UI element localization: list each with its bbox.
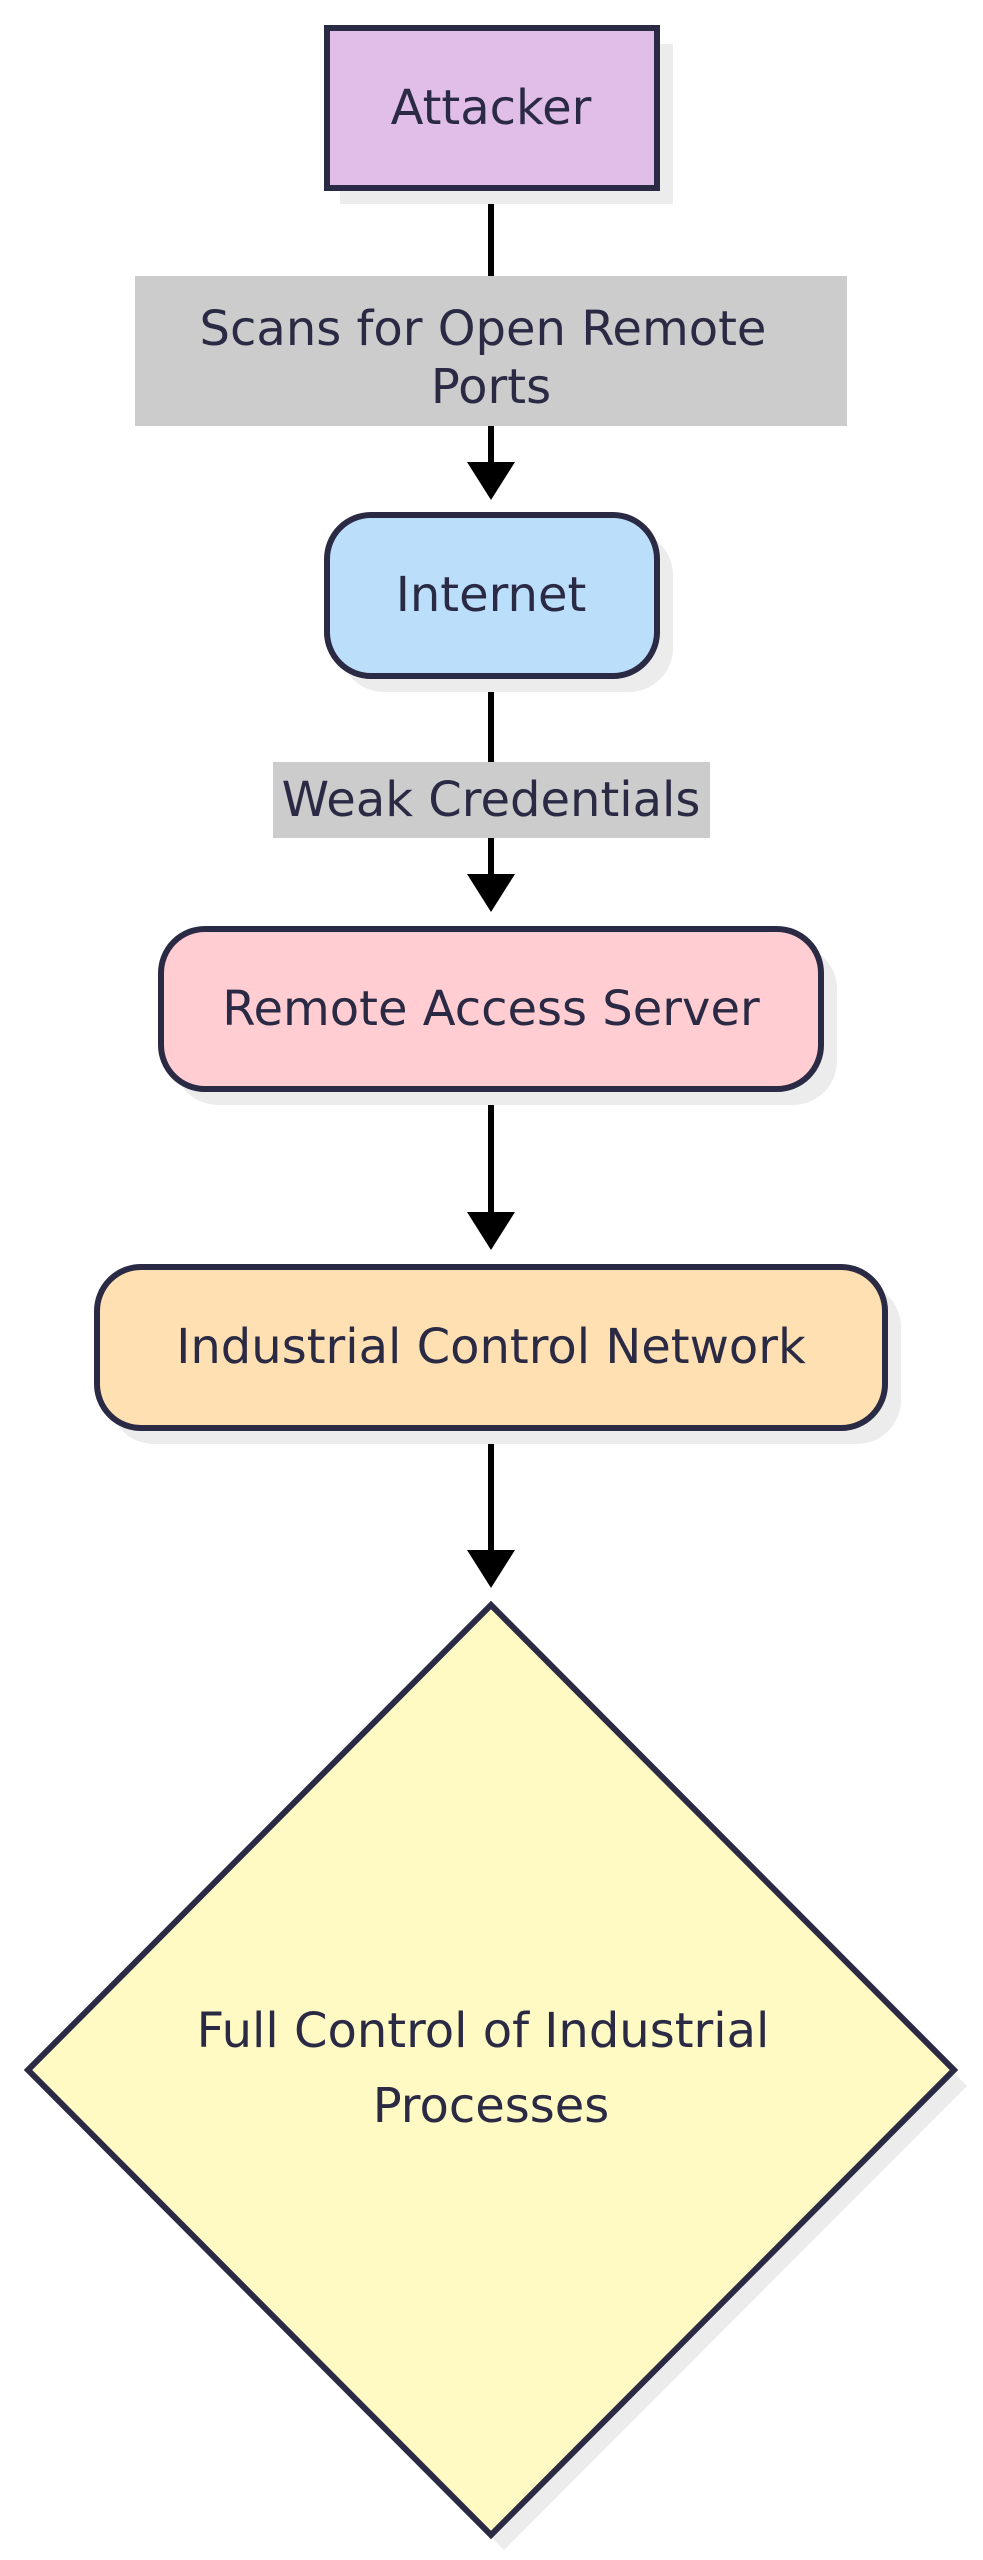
node-remote-access-server: Remote Access Server: [158, 926, 837, 1105]
edge-label-weak-credentials: Weak Credentials: [273, 762, 710, 838]
node-label: Internet: [396, 567, 587, 623]
node-label-line1: Full Control of Industrial: [197, 2003, 770, 2059]
node-attacker: Attacker: [324, 25, 673, 204]
node-full-control-of-industrial-processes: Full Control of Industrial Processes: [23, 1600, 967, 2550]
edge-label-scans: Scans for Open Remote Ports: [135, 276, 847, 426]
node-diamond: [23, 1600, 959, 2540]
edge-label-background: [135, 276, 847, 426]
node-label: Attacker: [391, 80, 592, 136]
node-box: [94, 1264, 888, 1431]
node-industrial-control-network: Industrial Control Network: [94, 1264, 901, 1444]
node-label-line2: Processes: [373, 2078, 610, 2134]
edge-label-background: [273, 762, 710, 838]
node-box: [158, 926, 824, 1092]
node-label: Remote Access Server: [222, 981, 760, 1037]
edge-label-text: Weak Credentials: [282, 772, 701, 828]
edge-network-to-control: [467, 1422, 515, 1588]
node-internet: Internet: [324, 512, 673, 692]
arrow-head: [467, 874, 515, 912]
arrow-head: [467, 1212, 515, 1250]
node-box: [324, 512, 660, 679]
arrow-head: [467, 462, 515, 500]
edge-label-line1: Scans for Open Remote: [200, 301, 767, 357]
node-label: Industrial Control Network: [176, 1319, 806, 1375]
edge-label-line2: Ports: [431, 359, 551, 415]
edge-server-to-network: [467, 1086, 515, 1250]
node-box: [324, 25, 660, 191]
arrow-head: [467, 1550, 515, 1588]
